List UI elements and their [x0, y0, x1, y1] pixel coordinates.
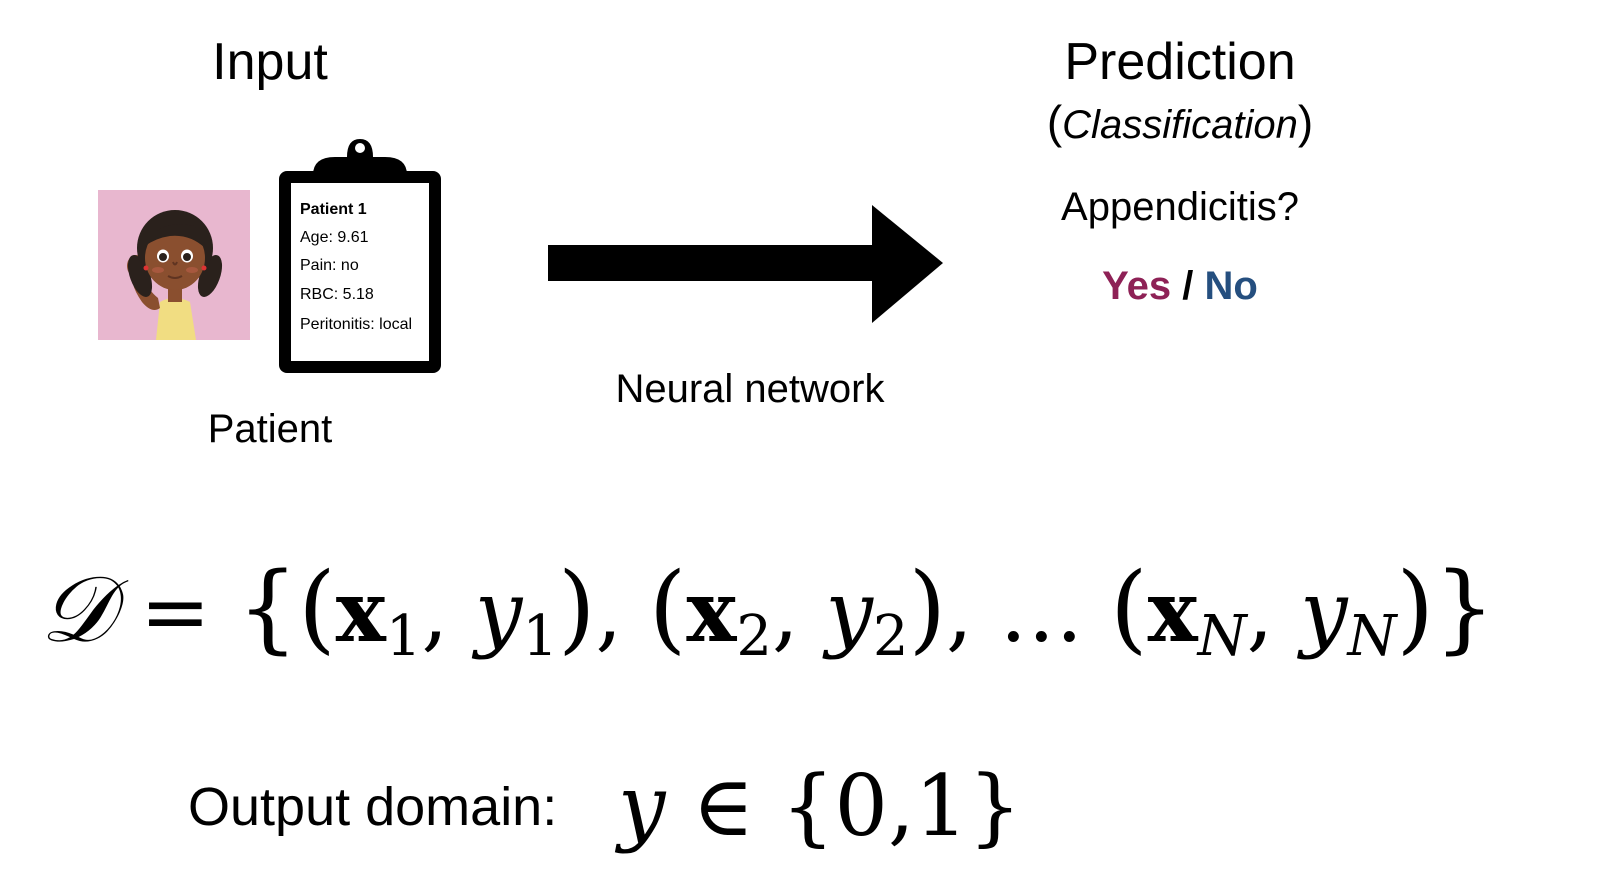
dataset-symbol: 𝒟 [40, 559, 114, 661]
girl-avatar-icon [98, 190, 250, 340]
classification-text: Classification [1062, 103, 1298, 147]
input-heading: Input [212, 33, 328, 91]
x-symbol: x [335, 562, 386, 661]
prediction-subheading: (Classification) [1046, 96, 1314, 148]
neural-network-label: Neural network [615, 367, 885, 411]
output-domain-set: {0,1} [781, 757, 1022, 855]
prediction-question: Appendicitis? [1061, 185, 1299, 229]
subscript: 2 [872, 604, 909, 669]
ellipsis: … [999, 563, 1084, 661]
y-symbol: y [474, 563, 523, 661]
subscript: N [1347, 604, 1397, 669]
record-line: Peritonitis: local [300, 316, 413, 333]
subscript: 1 [385, 604, 422, 669]
output-domain-formula: y ∈ {0,1} [618, 756, 1038, 856]
equals-sign: = [140, 563, 211, 661]
record-line: Age: 9.61 [300, 229, 369, 246]
answer-yes: Yes [1102, 264, 1172, 308]
y-symbol: y [618, 757, 666, 855]
output-domain-label: Output domain: [188, 777, 558, 837]
subscript: 1 [522, 604, 558, 669]
prediction-heading: Prediction [1064, 33, 1296, 91]
subscript: 2 [736, 604, 773, 669]
record-line: RBC: 5.18 [300, 286, 374, 303]
subscript: N [1197, 604, 1247, 669]
answer-separator: / [1182, 264, 1194, 308]
x-symbol: x [1147, 562, 1198, 661]
answer-no: No [1204, 264, 1258, 308]
x-symbol: x [686, 562, 737, 661]
record-line: Pain: no [300, 257, 359, 274]
prediction-answer: Yes / No [1010, 262, 1350, 310]
record-title: Patient 1 [300, 201, 367, 218]
y-symbol: y [1300, 563, 1348, 661]
right-arrow-icon [548, 205, 943, 323]
y-symbol: y [825, 563, 873, 661]
clipboard-icon [275, 135, 445, 377]
element-of-symbol: ∈ [692, 757, 755, 855]
dataset-formula: 𝒟 = {(x1, y1), (x2, y2), … (xN, yN)} [40, 552, 1496, 669]
patient-label: Patient [207, 407, 333, 451]
